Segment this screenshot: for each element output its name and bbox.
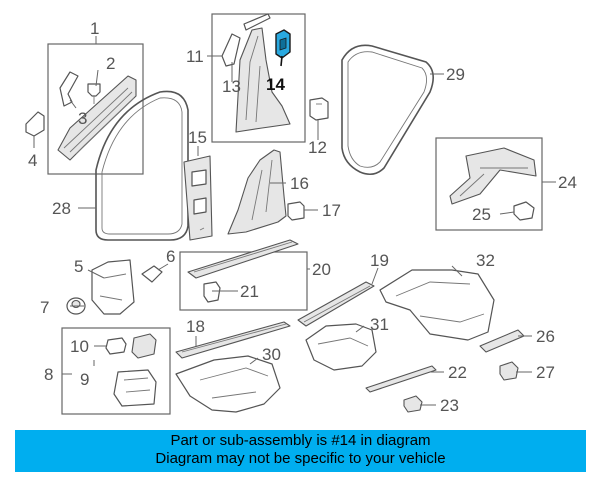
part-3-bracket	[59, 71, 79, 107]
callout-14: 14	[266, 75, 285, 94]
part-15-a-pillar-trim	[183, 155, 213, 241]
part-25-clip	[513, 201, 535, 221]
part-22-strip	[365, 365, 437, 393]
callout-labels: 1 2 3 4 5 6 7 8 9 10 11 12 13 14 15 16 1…	[28, 19, 577, 415]
part-4-trim-clip	[25, 111, 45, 137]
callout-22: 22	[448, 363, 467, 382]
group-box-8	[61, 327, 171, 415]
group-box-24	[435, 137, 543, 231]
callout-29: 29	[446, 65, 465, 84]
callout-18: 18	[186, 317, 205, 336]
callout-8: 8	[44, 365, 53, 384]
callout-15: 15	[188, 128, 207, 147]
callout-2: 2	[106, 54, 115, 73]
part-12-clip	[309, 97, 329, 121]
callout-19: 19	[370, 251, 389, 270]
part-13-pillar-cover	[221, 13, 271, 67]
part-20-sill-plate	[187, 239, 299, 279]
leader-lines	[33, 36, 556, 406]
part-2-clip	[87, 83, 101, 104]
callout-31: 31	[370, 315, 389, 334]
part-21-clip	[203, 281, 221, 303]
callout-13: 13	[222, 77, 241, 96]
callout-30: 30	[262, 345, 281, 364]
part-18-rear-sill-plate	[175, 321, 291, 359]
callout-1: 1	[90, 19, 99, 38]
part-5-kick-panel	[91, 259, 135, 315]
group-box-20	[179, 251, 308, 311]
callout-26: 26	[536, 327, 555, 346]
callout-17: 17	[322, 201, 341, 220]
callout-32: 32	[476, 251, 495, 270]
callout-28: 28	[52, 199, 71, 218]
part-28-door-seal	[95, 90, 189, 241]
part-3-sill-plate	[57, 75, 137, 161]
callout-6: 6	[166, 247, 175, 266]
part-30-quarter-trim	[175, 355, 281, 413]
callout-21: 21	[240, 282, 259, 301]
callout-10: 10	[70, 337, 89, 356]
callout-23: 23	[440, 396, 459, 415]
info-banner: Part or sub-assembly is #14 in diagram D…	[15, 430, 586, 472]
callout-24: 24	[558, 173, 577, 192]
part-23-clip	[403, 395, 423, 413]
part-16-pillar-lower	[227, 149, 287, 235]
part-24-rear-trim	[449, 147, 537, 205]
banner-line-2: Diagram may not be specific to your vehi…	[155, 450, 446, 467]
callout-3: 3	[78, 109, 87, 128]
part-27-clip	[499, 361, 519, 381]
banner-line-1: Part or sub-assembly is #14 in diagram	[170, 432, 431, 449]
callout-27: 27	[536, 363, 555, 382]
callout-20: 20	[312, 260, 331, 279]
callout-11: 11	[186, 47, 204, 66]
part-32-floor-carpet	[379, 269, 495, 341]
part-14-highlighted	[275, 29, 291, 59]
parts-diagram: 1 2 3 4 5 6 7 8 9 10 11 12 13 14 15 16 1…	[25, 13, 577, 415]
callout-16: 16	[290, 174, 309, 193]
callout-25: 25	[472, 205, 491, 224]
callout-5: 5	[74, 257, 83, 276]
group-box-11	[211, 13, 306, 143]
part-29-rear-door-seal	[341, 44, 434, 176]
part-17-clip	[287, 201, 305, 221]
part-8-tray	[113, 369, 157, 407]
part-9-bracket	[131, 333, 157, 359]
callout-9: 9	[80, 370, 89, 389]
callout-7: 7	[40, 298, 49, 317]
part-6-clip	[141, 265, 163, 283]
part-10-plug	[105, 337, 127, 355]
part-31-rear-carpet	[305, 323, 377, 371]
callout-4: 4	[28, 151, 37, 170]
part-11-b-pillar-trim	[235, 27, 291, 133]
callout-12: 12	[308, 138, 327, 157]
part-19-rear-sill	[297, 281, 375, 327]
part-26-bracket	[479, 329, 525, 353]
